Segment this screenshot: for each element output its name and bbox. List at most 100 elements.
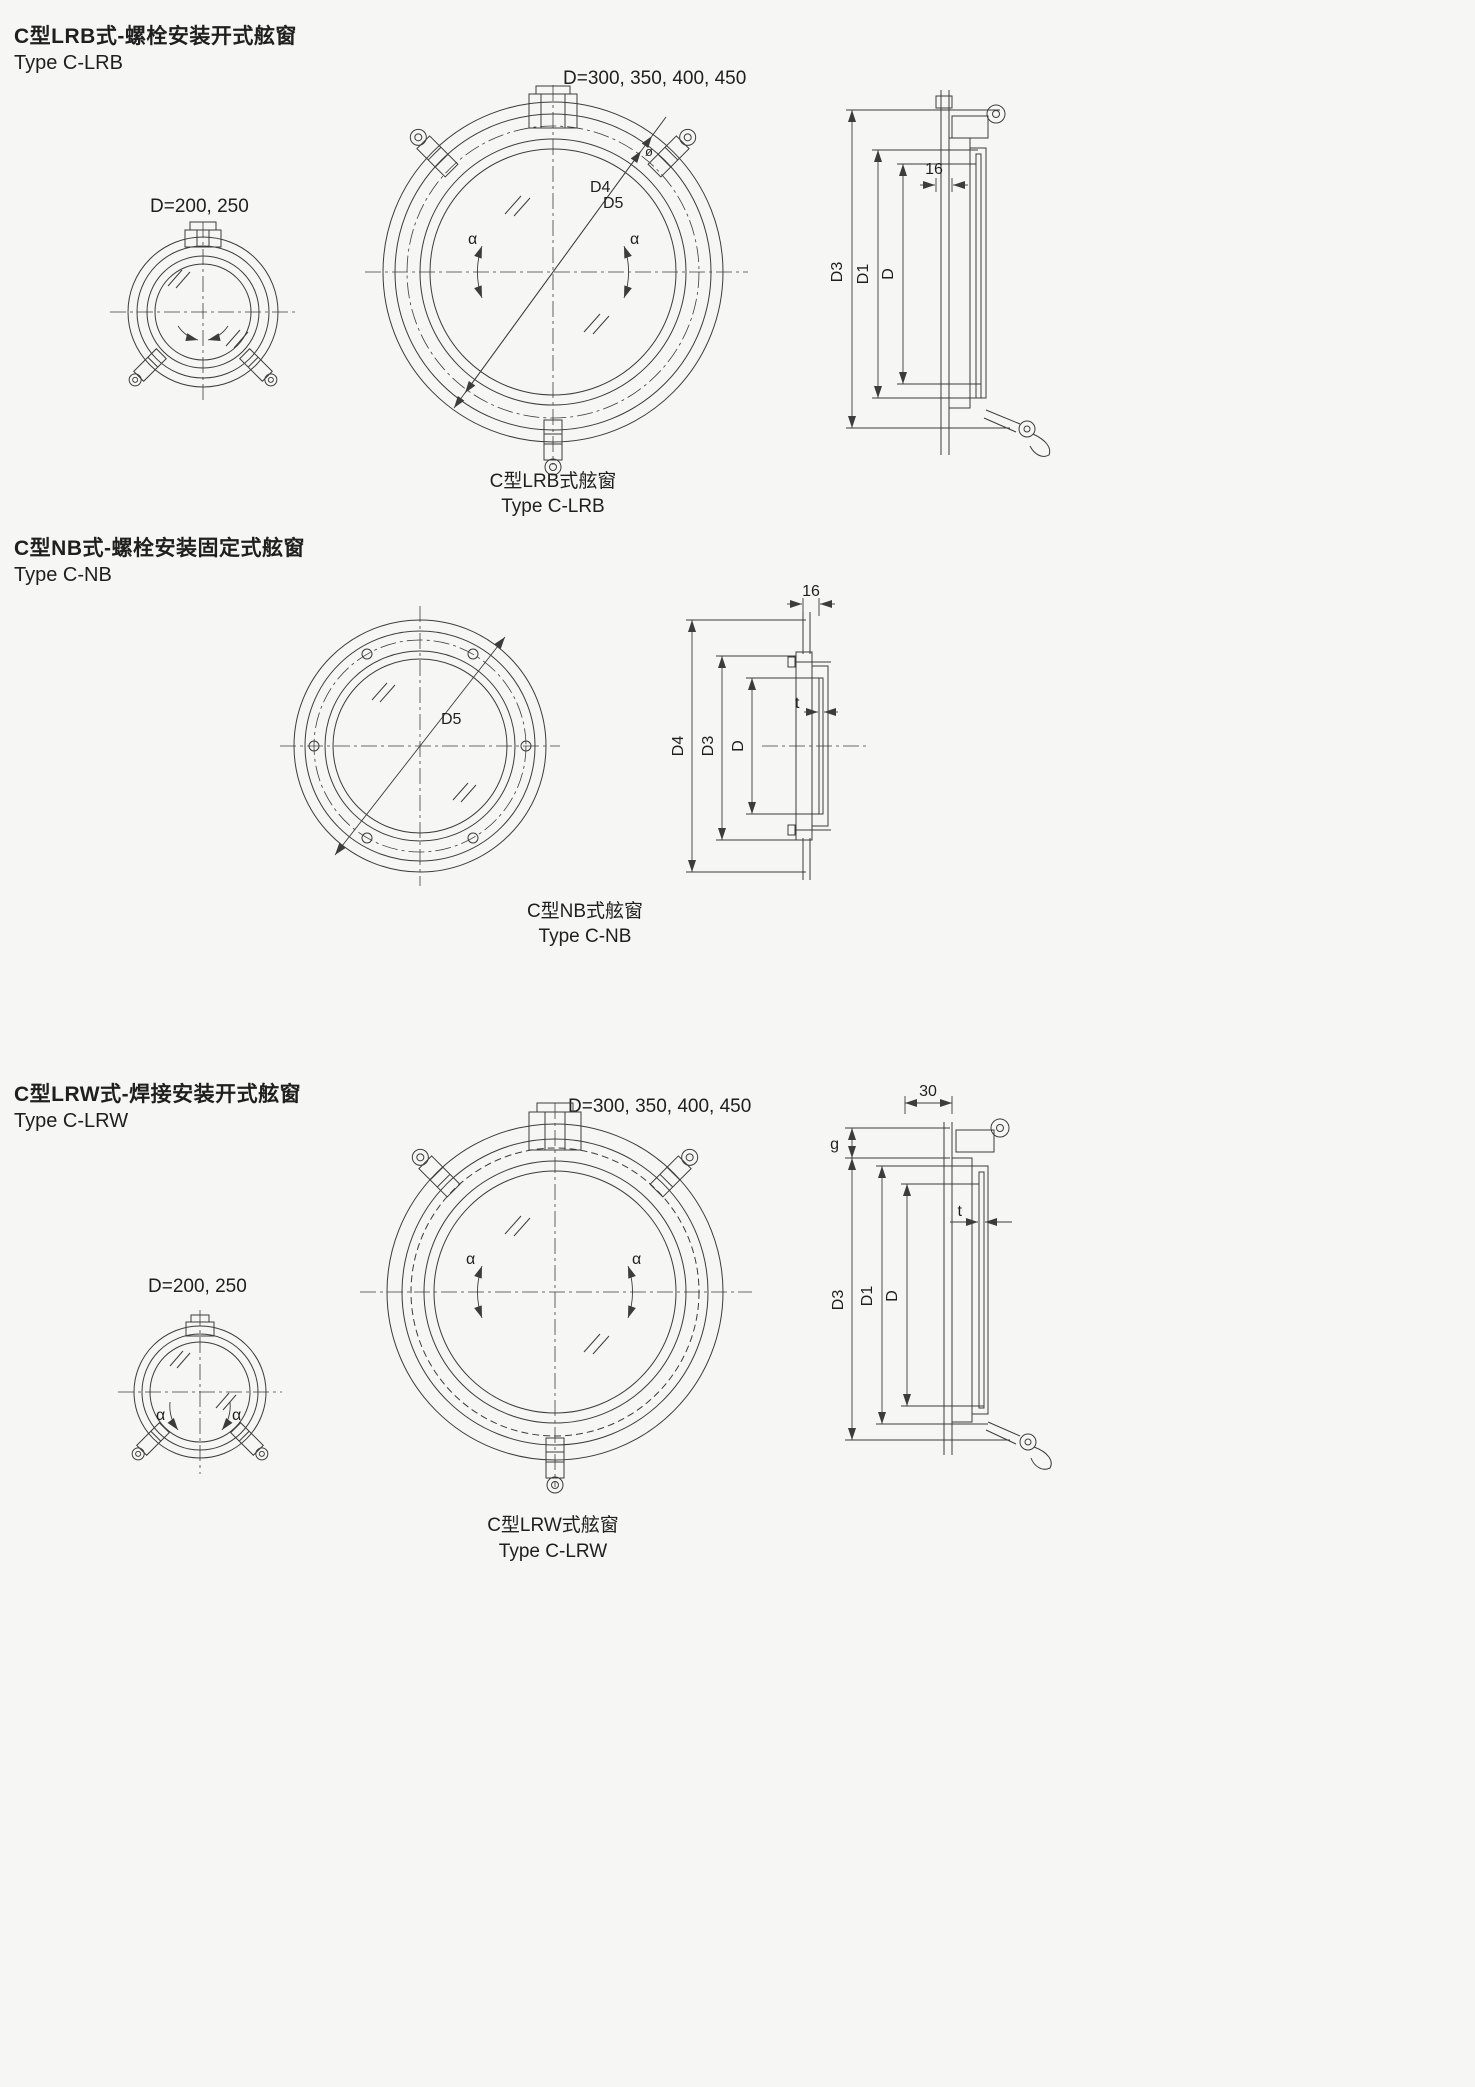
swing-bolt-lower-right	[239, 348, 281, 390]
lrb-drawings-svg: D4 D5 ø α α	[110, 85, 1051, 476]
fixing-bolts	[787, 656, 831, 836]
lrb-caption-en: Type C-LRB	[501, 496, 605, 517]
dim-d5: D5	[334, 636, 506, 856]
dim-label-t: t	[958, 1203, 963, 1220]
lrb-title-en: Type C-LRB	[14, 52, 123, 74]
hinge-lug	[184, 221, 222, 248]
dim-d3: D3	[830, 1158, 1010, 1441]
glass-hatch	[504, 1215, 531, 1237]
gasket-circle	[410, 1147, 700, 1437]
lrw-caption-zh: C型LRW式舷窗	[487, 1515, 619, 1536]
glass-hatch	[452, 782, 477, 803]
dim-label-d3: D3	[700, 736, 717, 757]
angle-arc-right: α	[623, 231, 639, 299]
lrw-section-view: g D3 D1 D 30	[830, 1083, 1052, 1470]
swing-arc-left	[177, 325, 199, 341]
swing-bolt-upper-left	[407, 1144, 461, 1198]
alpha-label-left: α	[466, 1251, 475, 1268]
dim-d: D	[730, 677, 819, 815]
angle-arc-left: α	[466, 1251, 483, 1319]
lrw-caption-en: Type C-LRW	[498, 1541, 608, 1562]
nb-front-view: D5	[280, 606, 560, 886]
lrb-section-view: D3 D1 D 16	[829, 90, 1051, 457]
dim-d3: D3	[700, 655, 796, 841]
alpha-label-right: α	[630, 231, 639, 248]
dim-label-16: 16	[925, 161, 943, 178]
lrw-front-view-small: α α	[118, 1310, 282, 1474]
glass-hatch	[504, 195, 531, 217]
dim-label-g: g	[830, 1136, 839, 1153]
dim-label-16: 16	[802, 583, 820, 600]
dim-d: D	[880, 163, 981, 385]
alpha-label-left: α	[156, 1407, 165, 1424]
dim-label-d5: D5	[441, 711, 462, 728]
dim-label-d: D	[884, 1290, 901, 1302]
dim-d3: D3	[829, 109, 1010, 429]
dim-d1: D1	[859, 1165, 988, 1425]
lrw-title-zh: C型LRW式-焊接安装开式舷窗	[14, 1083, 302, 1106]
glass-pane	[975, 153, 982, 399]
hinge-assembly	[951, 104, 1006, 139]
nb-caption-en: Type C-NB	[538, 926, 632, 947]
dim-label-d: D	[730, 740, 747, 752]
dim-label-30: 30	[919, 1083, 937, 1100]
lrb-front-view-small	[110, 221, 296, 402]
nb-section-view: D4 D3 D 16	[670, 583, 866, 880]
dim-label-d4: D4	[670, 736, 687, 757]
hinge-lug	[528, 85, 578, 129]
dim-30: 30	[904, 1083, 953, 1114]
angle-arc-left: α	[468, 231, 483, 299]
dim-t: t	[950, 1203, 1012, 1226]
lrw-front-view-large: α α	[360, 1102, 752, 1494]
glass-hatch	[371, 682, 396, 703]
swing-bolt-upper-right	[647, 124, 701, 178]
dim-16: 16	[920, 161, 968, 192]
hinge-lug	[528, 1102, 582, 1151]
lrw-title-en: Type C-LRW	[14, 1110, 129, 1132]
glass-holder	[969, 147, 987, 399]
swing-bolt-lower-left	[128, 1422, 170, 1464]
dim-label-t: t	[795, 695, 800, 712]
angle-arc-right: α	[627, 1251, 641, 1319]
glass-hatch	[215, 1392, 237, 1411]
dim-label-d4: D4	[590, 179, 611, 196]
lrb-title-zh: C型LRB式-螺栓安装开式舷窗	[14, 25, 297, 48]
dim-label-d1: D1	[855, 264, 872, 285]
lrb-small-diameter-label: D=200, 250	[150, 196, 249, 217]
dim-label-d: D	[880, 268, 897, 280]
swing-bolt-lower-right	[230, 1422, 272, 1464]
hinge-assembly	[955, 1118, 1010, 1153]
lrb-front-view-large: D4 D5 ø α α	[365, 85, 748, 476]
lrw-small-diameter-label: D=200, 250	[148, 1276, 247, 1297]
dim-d1: D1	[855, 149, 986, 399]
dim-d4-d5: D4 D5 ø	[453, 116, 667, 409]
glass-hatch	[169, 1350, 191, 1369]
glass-pane	[818, 677, 824, 815]
lrw-drawings-svg: α α α	[118, 1083, 1052, 1494]
nb-title-en: Type C-NB	[14, 564, 112, 586]
glass-holder	[811, 665, 829, 827]
alpha-label-right: α	[232, 1407, 241, 1424]
dim-d4: D4	[670, 619, 806, 873]
dim-label-d5: D5	[603, 195, 624, 212]
glass-hatch	[225, 329, 249, 349]
swing-bolt-upper-left	[405, 124, 459, 178]
angle-arc-right: α	[221, 1401, 241, 1431]
swing-arc-right	[207, 325, 229, 341]
glass-hatch	[167, 269, 191, 289]
dim-d: D	[884, 1183, 984, 1407]
swing-bolt-lower-left	[125, 348, 167, 390]
swing-bolt-handle	[983, 409, 1051, 457]
lrb-large-diameter-label: D=300, 350, 400, 450	[563, 68, 747, 89]
diameter-symbol: ø	[645, 144, 653, 159]
nb-title-zh: C型NB式-螺栓安装固定式舷窗	[14, 537, 305, 560]
swing-bolt-handle	[985, 1421, 1052, 1470]
dim-label-d1: D1	[859, 1286, 876, 1307]
alpha-label-right: α	[632, 1251, 641, 1268]
angle-arc-left: α	[156, 1401, 179, 1431]
glass-hatch	[583, 313, 610, 335]
swing-bolt-upper-right	[649, 1144, 703, 1198]
dim-t: t	[795, 695, 838, 716]
frame-ring	[951, 1157, 973, 1423]
dim-g: g	[830, 1127, 950, 1159]
